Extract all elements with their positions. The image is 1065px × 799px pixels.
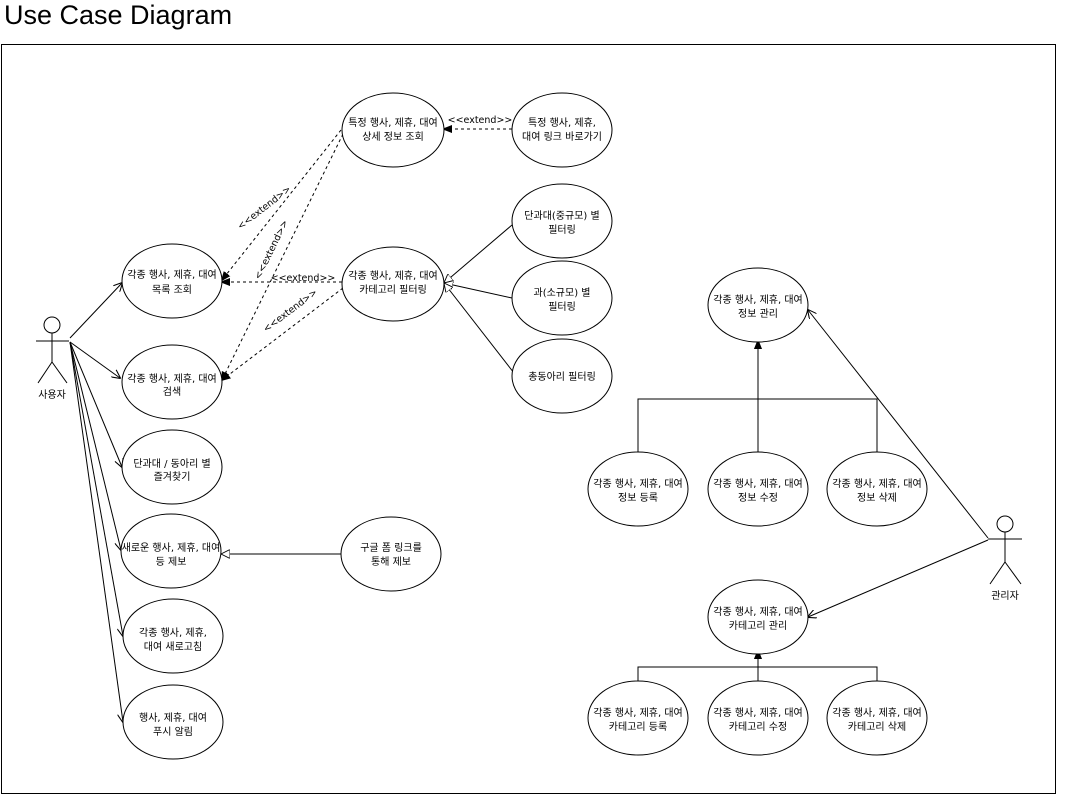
use-case-favorite-label-2: 즐겨찾기 [154, 471, 191, 483]
association-admin-info [808, 310, 989, 539]
use-case-info-register [587, 451, 689, 527]
use-case-category-register [587, 680, 689, 756]
use-case-college-filter [511, 183, 613, 259]
use-case-search-label-1: 각종 행사, 제휴, 대여 [127, 373, 217, 385]
extend-detail-search [222, 133, 344, 380]
use-case-category-edit-label-1: 각종 행사, 제휴, 대여 [713, 707, 803, 719]
use-case-list-view [121, 243, 223, 319]
connectors [69, 129, 989, 722]
use-case-refresh-label-1: 각종 행사, 제휴, [139, 627, 207, 639]
use-case-favorite-label-1: 단과대 / 동아리 별 [133, 458, 210, 470]
actor-user-label: 사용자 [38, 389, 66, 401]
use-case-dept-filter-label-2: 필터링 [548, 301, 576, 313]
use-case-list-view-label-2: 목록 조회 [152, 284, 192, 296]
use-case-info-register-label-1: 각종 행사, 제휴, 대여 [593, 478, 683, 490]
use-case-info-manage-label-1: 각종 행사, 제휴, 대여 [713, 294, 803, 306]
use-case-category-filter-label-1: 각종 행사, 제휴, 대여 [348, 270, 438, 282]
extend-detail-list [222, 129, 342, 280]
use-case-category-manage-label-2: 카테고리 관리 [729, 620, 787, 632]
use-case-search-label-2: 검색 [163, 386, 181, 398]
use-case-search [121, 344, 223, 420]
generalization-club [444, 283, 515, 374]
use-case-info-manage [707, 267, 809, 343]
use-case-college-filter-label-1: 단과대(중규모) 별 [524, 210, 599, 222]
association-user-favorite [69, 341, 122, 467]
association-user-push [69, 341, 123, 722]
use-case-info-delete-label-2: 정보 삭제 [857, 492, 897, 504]
use-case-club-filter [511, 338, 613, 414]
use-case-club-filter-label-1: 총동아리 필터링 [528, 371, 596, 383]
generalization-college [444, 224, 513, 283]
use-case-report [120, 513, 222, 589]
use-case-category-filter [341, 246, 445, 322]
use-case-category-manage [707, 579, 809, 655]
actor-admin [988, 515, 1022, 585]
use-case-category-filter-label-2: 카테고리 필터링 [359, 284, 427, 296]
use-case-category-register-label-1: 각종 행사, 제휴, 대여 [593, 707, 683, 719]
use-case-detail [341, 92, 445, 168]
use-case-dept-filter-label-1: 과(소규모) 별 [534, 287, 591, 299]
use-case-category-delete [826, 680, 928, 756]
use-case-info-edit-label-1: 각종 행사, 제휴, 대여 [713, 478, 803, 490]
use-case-favorite [121, 429, 223, 505]
use-case-category-register-label-2: 카테고리 등록 [609, 721, 667, 733]
extend-filter-search [222, 287, 344, 380]
use-case-link [511, 92, 613, 168]
use-case-info-edit-label-2: 정보 수정 [738, 492, 778, 504]
use-case-report-label-1: 새로운 행사, 제휴, 대여 [122, 542, 221, 554]
use-case-info-edit [707, 451, 809, 527]
generalization-dept [444, 283, 513, 299]
association-user-refresh [69, 341, 123, 636]
use-case-google-form-label-2: 통해 제보 [371, 555, 411, 568]
use-case-category-manage-label-1: 각종 행사, 제휴, 대여 [713, 606, 803, 618]
use-case-category-delete-label-2: 카테고리 삭제 [848, 721, 906, 733]
use-case-link-label-2: 대여 링크 바로가기 [522, 131, 602, 143]
association-user-search [69, 341, 120, 378]
use-case-link-label-1: 특정 행사, 제휴, [528, 117, 596, 129]
extend-label-filter-search: <<extend>> [261, 287, 319, 335]
use-case-google-form [340, 516, 442, 592]
use-case-refresh [122, 598, 224, 674]
actor-user [36, 316, 69, 384]
use-case-info-delete [826, 451, 928, 527]
use-case-category-edit [707, 680, 809, 756]
use-case-push-label-1: 행사, 제휴, 대여 [139, 712, 207, 724]
use-case-info-delete-label-1: 각종 행사, 제휴, 대여 [832, 478, 922, 490]
page-title: Use Case Diagram [4, 0, 233, 30]
use-case-push-label-2: 푸시 알림 [153, 726, 193, 738]
use-case-category-delete-label-1: 각종 행사, 제휴, 대여 [832, 707, 922, 719]
association-admin-category [808, 539, 989, 617]
use-case-google-form-label-1: 구글 폼 링크를 [360, 542, 422, 554]
extend-label-filter-list: <<extend>> [271, 273, 336, 284]
use-case-category-edit-label-2: 카테고리 수정 [729, 721, 787, 733]
use-case-detail-label-1: 특정 행사, 제휴, 대여 [348, 117, 438, 129]
diagram-frame [1, 44, 1056, 794]
use-case-college-filter-label-2: 필터링 [548, 224, 576, 236]
association-user-report [69, 341, 121, 550]
use-case-refresh-label-2: 대여 새로고침 [144, 641, 202, 653]
association-user-list [69, 283, 122, 339]
use-case-detail-label-2: 상세 정보 조회 [362, 131, 424, 143]
use-case-info-manage-label-2: 정보 관리 [738, 308, 778, 320]
use-case-report-label-2: 등 제보 [156, 556, 187, 568]
extend-label-detail-search: <<extend>> [253, 218, 291, 281]
use-case-info-register-label-2: 정보 등록 [618, 492, 658, 504]
use-case-push [122, 684, 224, 760]
extend-label-link: <<extend>> [448, 115, 513, 126]
use-case-dept-filter [511, 260, 613, 336]
use-case-list-view-label-1: 각종 행사, 제휴, 대여 [127, 269, 217, 281]
actor-admin-label: 관리자 [991, 590, 1019, 602]
